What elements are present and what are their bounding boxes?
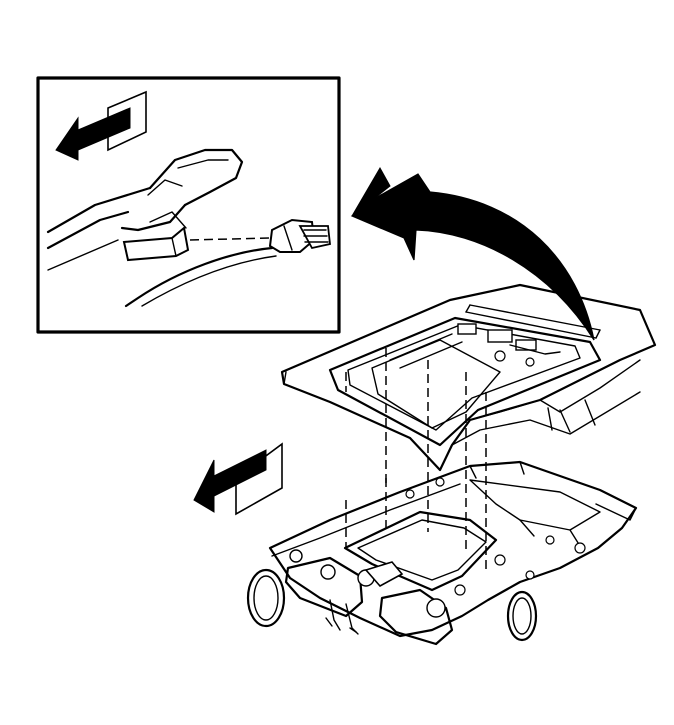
inset-wire-connector	[268, 218, 331, 253]
inset-frame	[36, 76, 341, 334]
inset-connector-housing	[122, 211, 190, 262]
inset-headliner-edge	[46, 148, 244, 271]
front-direction-arrow-main-icon	[193, 442, 283, 516]
detail-inset	[36, 76, 341, 334]
sunroof-frame	[328, 316, 602, 447]
sun-visor-right	[378, 588, 454, 646]
headliner-assembly	[246, 460, 638, 646]
inset-wire	[124, 246, 274, 308]
inset-wire-inner	[141, 255, 277, 307]
vehicle-roof	[280, 283, 657, 472]
inset-alignment-line	[189, 237, 271, 241]
assist-handle-right	[506, 590, 538, 642]
clip-1	[289, 549, 303, 563]
front-direction-arrow-inset-icon	[55, 90, 147, 161]
assist-handle-left	[246, 568, 286, 628]
curved-callout-arrow-icon	[350, 166, 595, 341]
sun-visor-left	[284, 556, 364, 618]
sunroof-glass	[371, 339, 501, 429]
